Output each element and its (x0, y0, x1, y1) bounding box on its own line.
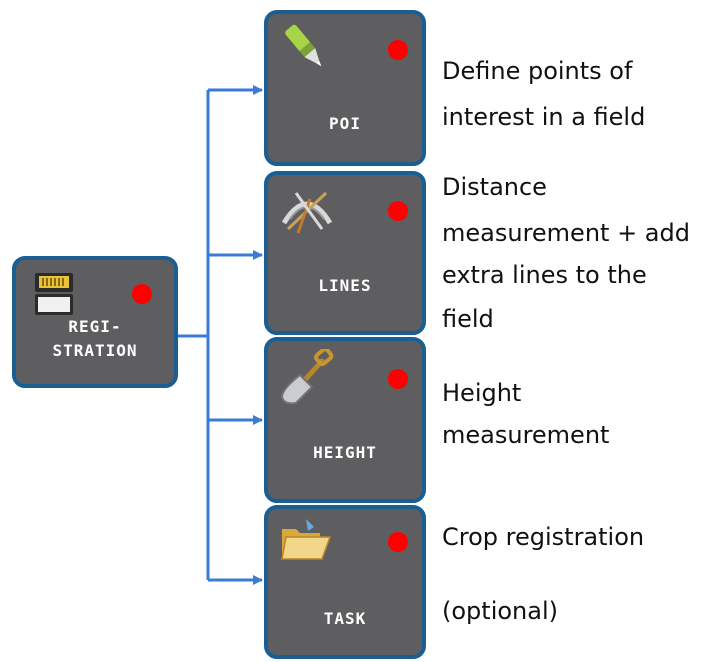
registration-tile[interactable]: REGI- STRATION (12, 256, 178, 388)
open-folder-icon (280, 517, 334, 567)
height-tile[interactable]: HEIGHT (264, 337, 426, 503)
registration-status-dot (132, 284, 152, 304)
height-label: HEIGHT (313, 443, 377, 462)
height-status-dot (388, 369, 408, 389)
poi-label: POI (329, 114, 361, 133)
lines-tile[interactable]: LINES (264, 171, 426, 335)
lines-status-dot (388, 201, 408, 221)
lines-description-line1: Distance (442, 173, 547, 201)
height-description-line2: measurement (442, 421, 610, 449)
lines-description-line4: field (442, 305, 494, 333)
poi-tile[interactable]: POI (264, 10, 426, 166)
lines-description-line3: extra lines to the (442, 261, 647, 289)
marker-pen-icon (280, 22, 332, 78)
poi-status-dot (388, 40, 408, 60)
poi-description-line2: interest in a field (442, 103, 646, 131)
storage-card-icon (34, 272, 74, 320)
measuring-compass-icon (280, 189, 334, 239)
task-description-line2: (optional) (442, 597, 558, 625)
lines-label: LINES (318, 276, 372, 295)
registration-label-line1: REGI- (68, 317, 122, 336)
shovel-icon (280, 347, 334, 409)
task-tile[interactable]: TASK (264, 505, 426, 659)
task-status-dot (388, 532, 408, 552)
task-label: TASK (323, 609, 367, 628)
lines-description-line2: measurement + add (442, 219, 690, 247)
height-description-line1: Height (442, 379, 522, 407)
poi-description-line1: Define points of (442, 57, 633, 85)
task-description-line1: Crop registration (442, 523, 645, 551)
registration-label-line2: STRATION (52, 341, 138, 360)
